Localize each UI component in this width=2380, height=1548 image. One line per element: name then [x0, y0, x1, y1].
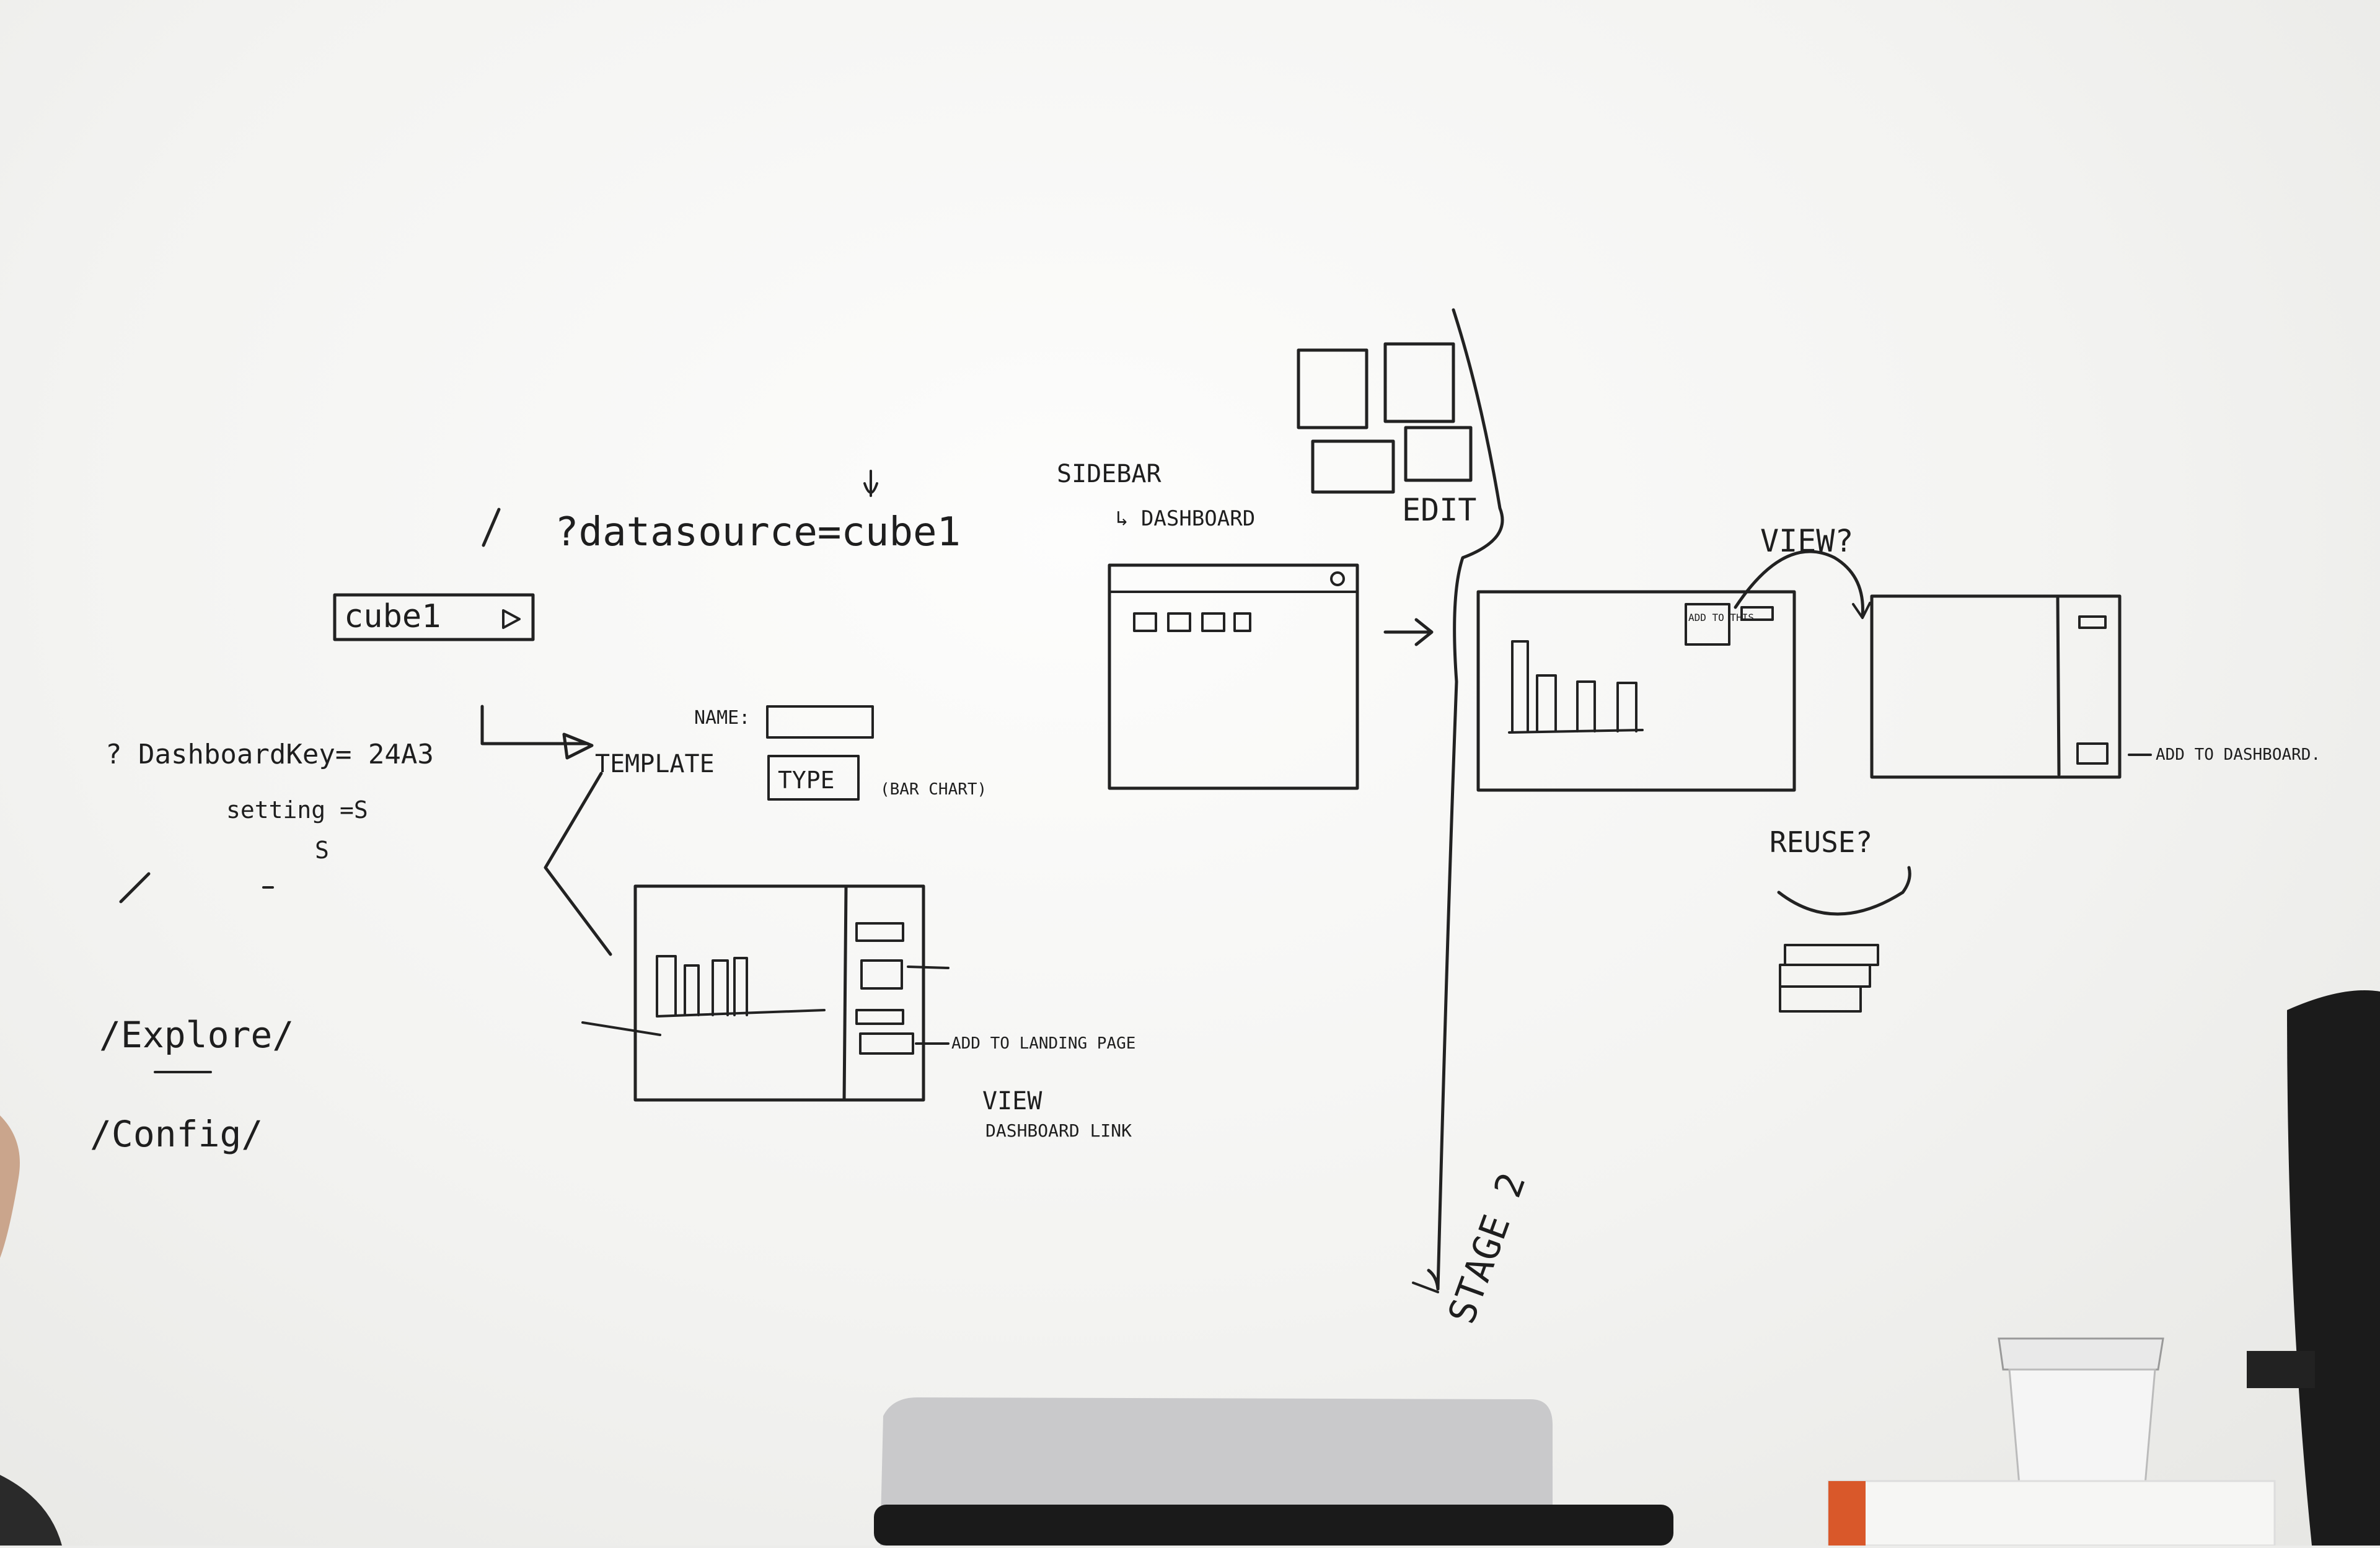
panel-box-sketch	[855, 922, 904, 942]
add-to-landing-label: ADD TO LANDING PAGE	[951, 1034, 1135, 1053]
laptop-screen-edge	[874, 1505, 1673, 1546]
panel-box-sketch	[860, 959, 903, 990]
view-window-sketch	[1870, 594, 2122, 779]
template-divider	[842, 886, 848, 1102]
template-label: TEMPLATE	[595, 750, 715, 778]
office-chair	[2287, 990, 2380, 1546]
edit-label: EDIT	[1402, 492, 1476, 528]
coffee-cup-lid	[1998, 1337, 2164, 1371]
down-arrow-icon	[863, 470, 878, 497]
panel-box-sketch	[1740, 606, 1774, 621]
pointer-arrow	[907, 965, 950, 969]
flow-arrow	[1383, 618, 1434, 646]
panel-box-sketch	[855, 1009, 904, 1025]
type-dropdown-sketch	[767, 755, 860, 801]
person-hand	[0, 1115, 20, 1258]
window-button-icon	[1330, 571, 1345, 586]
tile-sketch	[1297, 348, 1368, 429]
stack-sketch	[1784, 944, 1879, 966]
cube-dropdown	[333, 593, 535, 641]
arrow-head-icon	[1852, 602, 1871, 619]
view-arc	[1734, 550, 1864, 618]
view-divider	[2056, 596, 2061, 776]
box-stripe	[1828, 1481, 1866, 1546]
stack-sketch	[1779, 964, 1871, 988]
panel-box-sketch	[859, 1032, 914, 1055]
reuse-question: REUSE?	[1770, 825, 1872, 859]
add-to-dashboard-label: ADD TO DASHBOARD.	[2156, 745, 2320, 764]
template-connector	[544, 772, 612, 956]
config-label: /Config/	[90, 1113, 263, 1155]
panel-box-sketch	[2078, 615, 2107, 629]
dashboard-key-text: ? DashboardKey= 24A3	[105, 739, 434, 770]
explore-label: /Explore/	[99, 1014, 294, 1056]
reuse-arc	[1777, 866, 1911, 916]
panel-box-sketch	[2076, 742, 2109, 765]
chart-baseline	[1508, 729, 1644, 734]
query-text: ?datasource=cube1	[555, 509, 961, 555]
tile-sketch	[1404, 426, 1473, 482]
thumb-sketch	[1133, 612, 1157, 632]
bar-chart-sketch	[656, 955, 748, 1016]
dashboard-window-sketch	[1108, 563, 1359, 790]
stage-divider-tick	[1412, 1282, 1439, 1293]
thumb-sketch	[1201, 612, 1225, 632]
add-to-this-label: ADD TO THIS	[1688, 612, 1754, 623]
dashboard-link-label: DASHBOARD LINK	[985, 1120, 1132, 1141]
name-field-sketch	[766, 705, 874, 739]
bar-chart-sketch	[1511, 640, 1637, 732]
type-label: TYPE	[778, 767, 835, 794]
cube-dropdown-label: cube1	[344, 598, 441, 635]
chair-armrest	[2247, 1351, 2315, 1388]
stage-label: STAGE 2	[1440, 1168, 1534, 1330]
tile-sketch	[1383, 342, 1455, 423]
tile-sketch	[1311, 439, 1395, 494]
slash-mark	[482, 508, 501, 547]
add-to-this-box	[1685, 603, 1730, 646]
view-question: VIEW?	[1760, 523, 1854, 559]
setting-value-text: S	[315, 837, 329, 864]
thumb-sketch	[1167, 612, 1191, 632]
type-note: (BAR CHART)	[880, 780, 987, 799]
stage-divider-line	[1427, 308, 1504, 1291]
dashboard-label: ↳ DASHBOARD	[1116, 506, 1255, 531]
sidebar-label: SIDEBAR	[1057, 460, 1161, 488]
setting-text: setting =S	[226, 796, 368, 824]
dash-mark	[119, 872, 151, 904]
stack-sketch	[1779, 985, 1862, 1013]
view-label: VIEW	[982, 1087, 1042, 1115]
person-shoulder	[0, 1475, 62, 1546]
pointer-arrow	[581, 1021, 661, 1036]
template-window-sketch	[633, 884, 925, 1102]
dropdown-triangle-icon	[502, 609, 521, 629]
template-arrow	[480, 705, 589, 745]
chart-baseline	[656, 1009, 826, 1018]
cardboard-box	[1827, 1480, 2276, 1547]
name-label: NAME:	[694, 707, 750, 729]
arrow-head-icon	[562, 732, 594, 760]
thumb-sketch	[1233, 612, 1251, 632]
edit-window-sketch	[1476, 590, 1796, 792]
